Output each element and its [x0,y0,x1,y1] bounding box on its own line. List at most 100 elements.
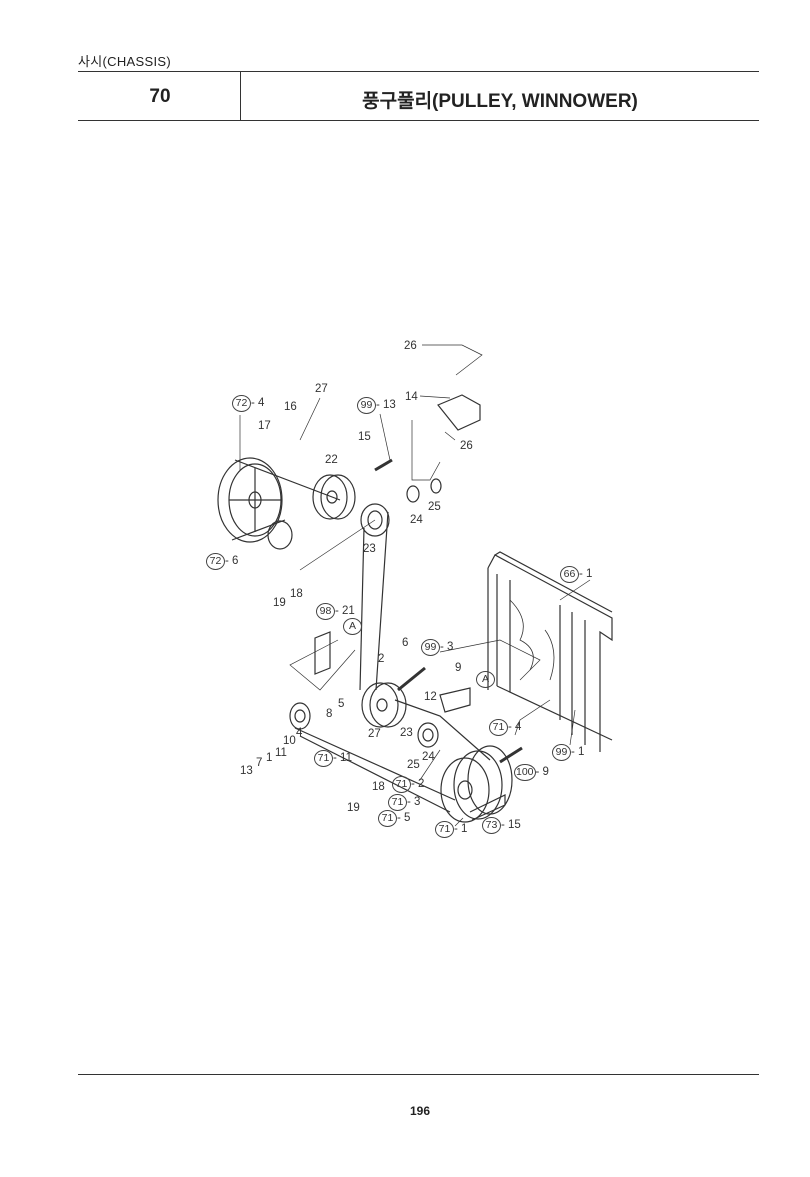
shaft-99-3 [397,666,426,692]
callout-part-number: 5 [338,698,345,710]
callout-part-number: - 1 [579,568,593,580]
callout-part-number: 8 [326,708,333,720]
snap-ring-25 [430,478,442,494]
part-callout: 26 [460,439,473,453]
callout-part-number: 19 [273,597,286,609]
pulley-22 [312,474,356,520]
part-callout: 1 [266,751,272,765]
callout-group-ref: A [343,618,362,635]
callout-part-number: 23 [400,727,413,739]
callout-group-ref: 98 [316,603,335,620]
part-callout: 14 [405,390,418,404]
part-callout: 5 [338,697,344,711]
callout-part-number: 15 [358,431,371,443]
callout-group-ref: 72 [206,553,225,570]
part-callout: 71- 5 [378,810,410,827]
part-callout: 27 [315,382,328,396]
part-callout: 71- 2 [392,776,424,793]
part-callout: 73- 15 [482,817,521,834]
callout-part-number: 13 [240,765,253,777]
pulley-2 [361,682,407,728]
callout-group-ref: 71 [489,719,508,736]
part-callout: 71- 1 [435,821,467,838]
part-callout: 17 [258,419,271,433]
part-callout: 23 [400,726,413,740]
part-callout: 99- 3 [421,639,453,656]
part-callout: 99- 1 [552,744,584,761]
callout-group-ref: 100 [514,764,536,781]
callout-part-number: 26 [460,440,473,452]
callout-part-number: 25 [428,501,441,513]
callout-group-ref: A [476,671,495,688]
callout-part-number: - 4 [508,721,522,733]
part-callout: 71- 4 [489,719,521,736]
part-callout: 18 [372,780,385,794]
part-callout: A [476,671,495,688]
callout-group-ref: 99 [552,744,571,761]
part-callout: 25 [428,500,441,514]
part-callout: 26 [404,339,417,353]
chapter-number: 70 [149,86,171,107]
callout-part-number: 2 [378,653,385,665]
shaft-99-13 [374,458,393,472]
part-callout: 22 [325,453,338,467]
pulley-23-lower [417,722,439,748]
part-callout: 19 [273,596,286,610]
part-callout: 11 [275,746,287,760]
callout-part-number: 22 [325,454,338,466]
part-callout: 6 [402,636,408,650]
callout-group-ref: 66 [560,566,579,583]
part-callout: 19 [347,801,360,815]
callout-part-number: - 11 [333,752,352,764]
callout-part-number: - 13 [376,399,396,411]
pulley-72-4 [217,457,341,543]
callout-part-number: 17 [258,420,271,432]
part-callout: 25 [407,758,420,772]
callout-part-number: 9 [455,662,462,674]
callout-part-number: 27 [368,728,381,740]
part-callout: 15 [358,430,371,444]
plate-98-21 [314,631,331,675]
callout-part-number: 24 [410,514,423,526]
callout-group-ref: 71 [388,794,407,811]
callout-part-number: 18 [290,588,303,600]
part-callout: 10 [283,734,296,748]
part-callout: 66- 1 [560,566,592,583]
part-callout: 16 [284,400,297,414]
callout-part-number: 12 [424,691,437,703]
callout-part-number: 27 [315,383,328,395]
part-callout: 72- 4 [232,395,264,412]
page-title: 풍구풀리(PULLEY, WINNOWER) [362,91,638,112]
callout-part-number: 24 [422,751,435,763]
callout-part-number: - 2 [411,778,425,790]
part-callout: 98- 21 [316,603,355,620]
callout-part-number: - 1 [571,746,585,758]
section-label: 사시(CHASSIS) [78,54,171,69]
part-callout: 23 [363,542,376,556]
part-callout: 12 [424,690,437,704]
callout-part-number: 1 [266,752,273,764]
callout-part-number: - 4 [251,397,265,409]
shaft-100-9 [499,746,523,764]
part-callout: 24 [422,750,435,764]
callout-part-number: - 5 [397,812,411,824]
header-bottom-rule [78,120,759,121]
callout-group-ref: 99 [357,397,376,414]
part-callout: 7 [256,756,262,770]
callout-part-number: - 1 [454,823,468,835]
belt-71-11 [294,727,456,813]
part-callout: 71- 3 [388,794,420,811]
callout-part-number: 11 [275,747,287,759]
cover-73-15 [469,794,506,821]
callout-group-ref: 71 [314,750,333,767]
belt-lower [394,699,491,761]
part-callout: 13 [240,764,253,778]
part-callout: 4 [296,726,302,740]
callout-part-number: 4 [296,727,303,739]
footer-rule [78,1074,759,1075]
part-callout: 2 [378,652,384,666]
callout-part-number: 23 [363,543,376,555]
callout-part-number: 6 [402,637,409,649]
pulley-71-1 [440,745,513,823]
